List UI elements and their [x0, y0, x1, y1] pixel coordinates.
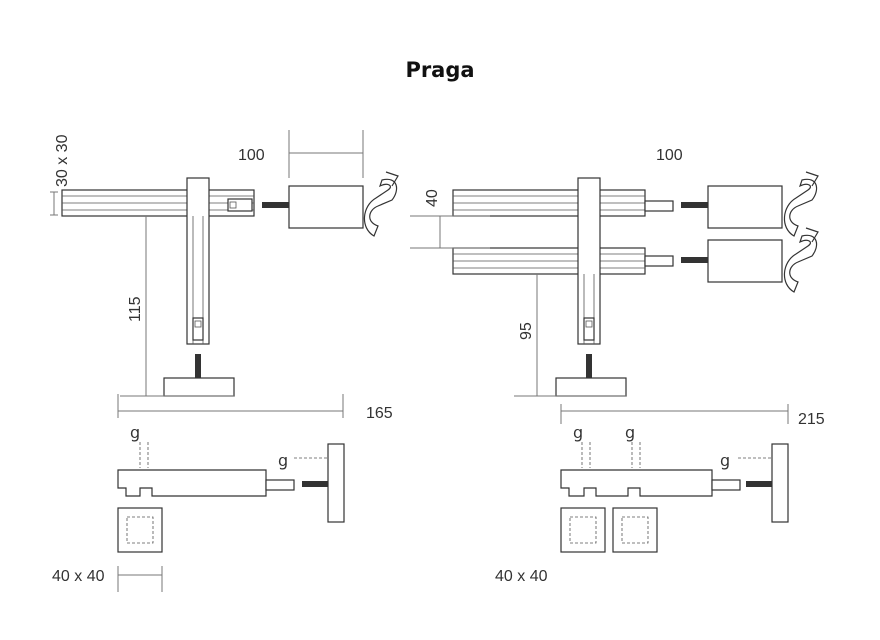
right-lower-end-cap	[707, 239, 783, 283]
left-post	[186, 177, 210, 345]
length-dim-label: 165	[366, 405, 393, 422]
right-lower-rotate-arrow-icon	[783, 234, 818, 293]
screw-icon: ց	[130, 423, 140, 442]
right-upper-rotate-arrow-icon	[783, 178, 818, 237]
left-end-bolt	[262, 202, 290, 208]
left-assembly: 30 x 30 100 115 165	[50, 130, 399, 592]
right-base-square	[560, 507, 606, 553]
right-upper-end-bolt	[681, 202, 709, 208]
right-post-bolt	[586, 354, 592, 378]
section-dim-label: 30 x 30	[54, 134, 71, 187]
right-post	[577, 177, 601, 345]
right-base-square	[612, 507, 658, 553]
right-length-dim-label: 215	[798, 411, 825, 428]
depth-dim-label: 100	[238, 147, 265, 164]
right-lower-rail	[452, 247, 674, 275]
left-base-plate	[163, 377, 235, 397]
screw-icon: ց	[573, 423, 583, 442]
spacing-dim-label: 40	[424, 189, 441, 207]
left-end-cap	[288, 185, 364, 229]
right-base-dim-label: 40 x 40	[495, 568, 548, 585]
left-rotate-arrow-icon	[363, 178, 398, 237]
left-base-square	[117, 507, 163, 553]
right-upper-rail	[452, 189, 674, 217]
right-depth-dim-label: 100	[656, 147, 683, 164]
right-base-plate	[555, 377, 627, 397]
right-height-dim-label: 95	[518, 322, 535, 340]
left-side-view: ց ց	[117, 423, 345, 523]
right-upper-end-cap	[707, 185, 783, 229]
screw-icon: ց	[625, 423, 635, 442]
right-lower-end-bolt	[681, 257, 709, 263]
left-rail	[61, 189, 255, 217]
screw-icon: ց	[278, 451, 288, 470]
screw-icon: ց	[720, 451, 730, 470]
right-assembly: 40 100 95 215	[410, 147, 825, 585]
left-post-bolt	[195, 354, 201, 378]
left-base-dim-label: 40 x 40	[52, 568, 105, 585]
right-side-view: ց ց ց	[560, 423, 789, 523]
diagram-title: Praga	[405, 58, 475, 82]
height-dim-label: 115	[127, 296, 144, 322]
